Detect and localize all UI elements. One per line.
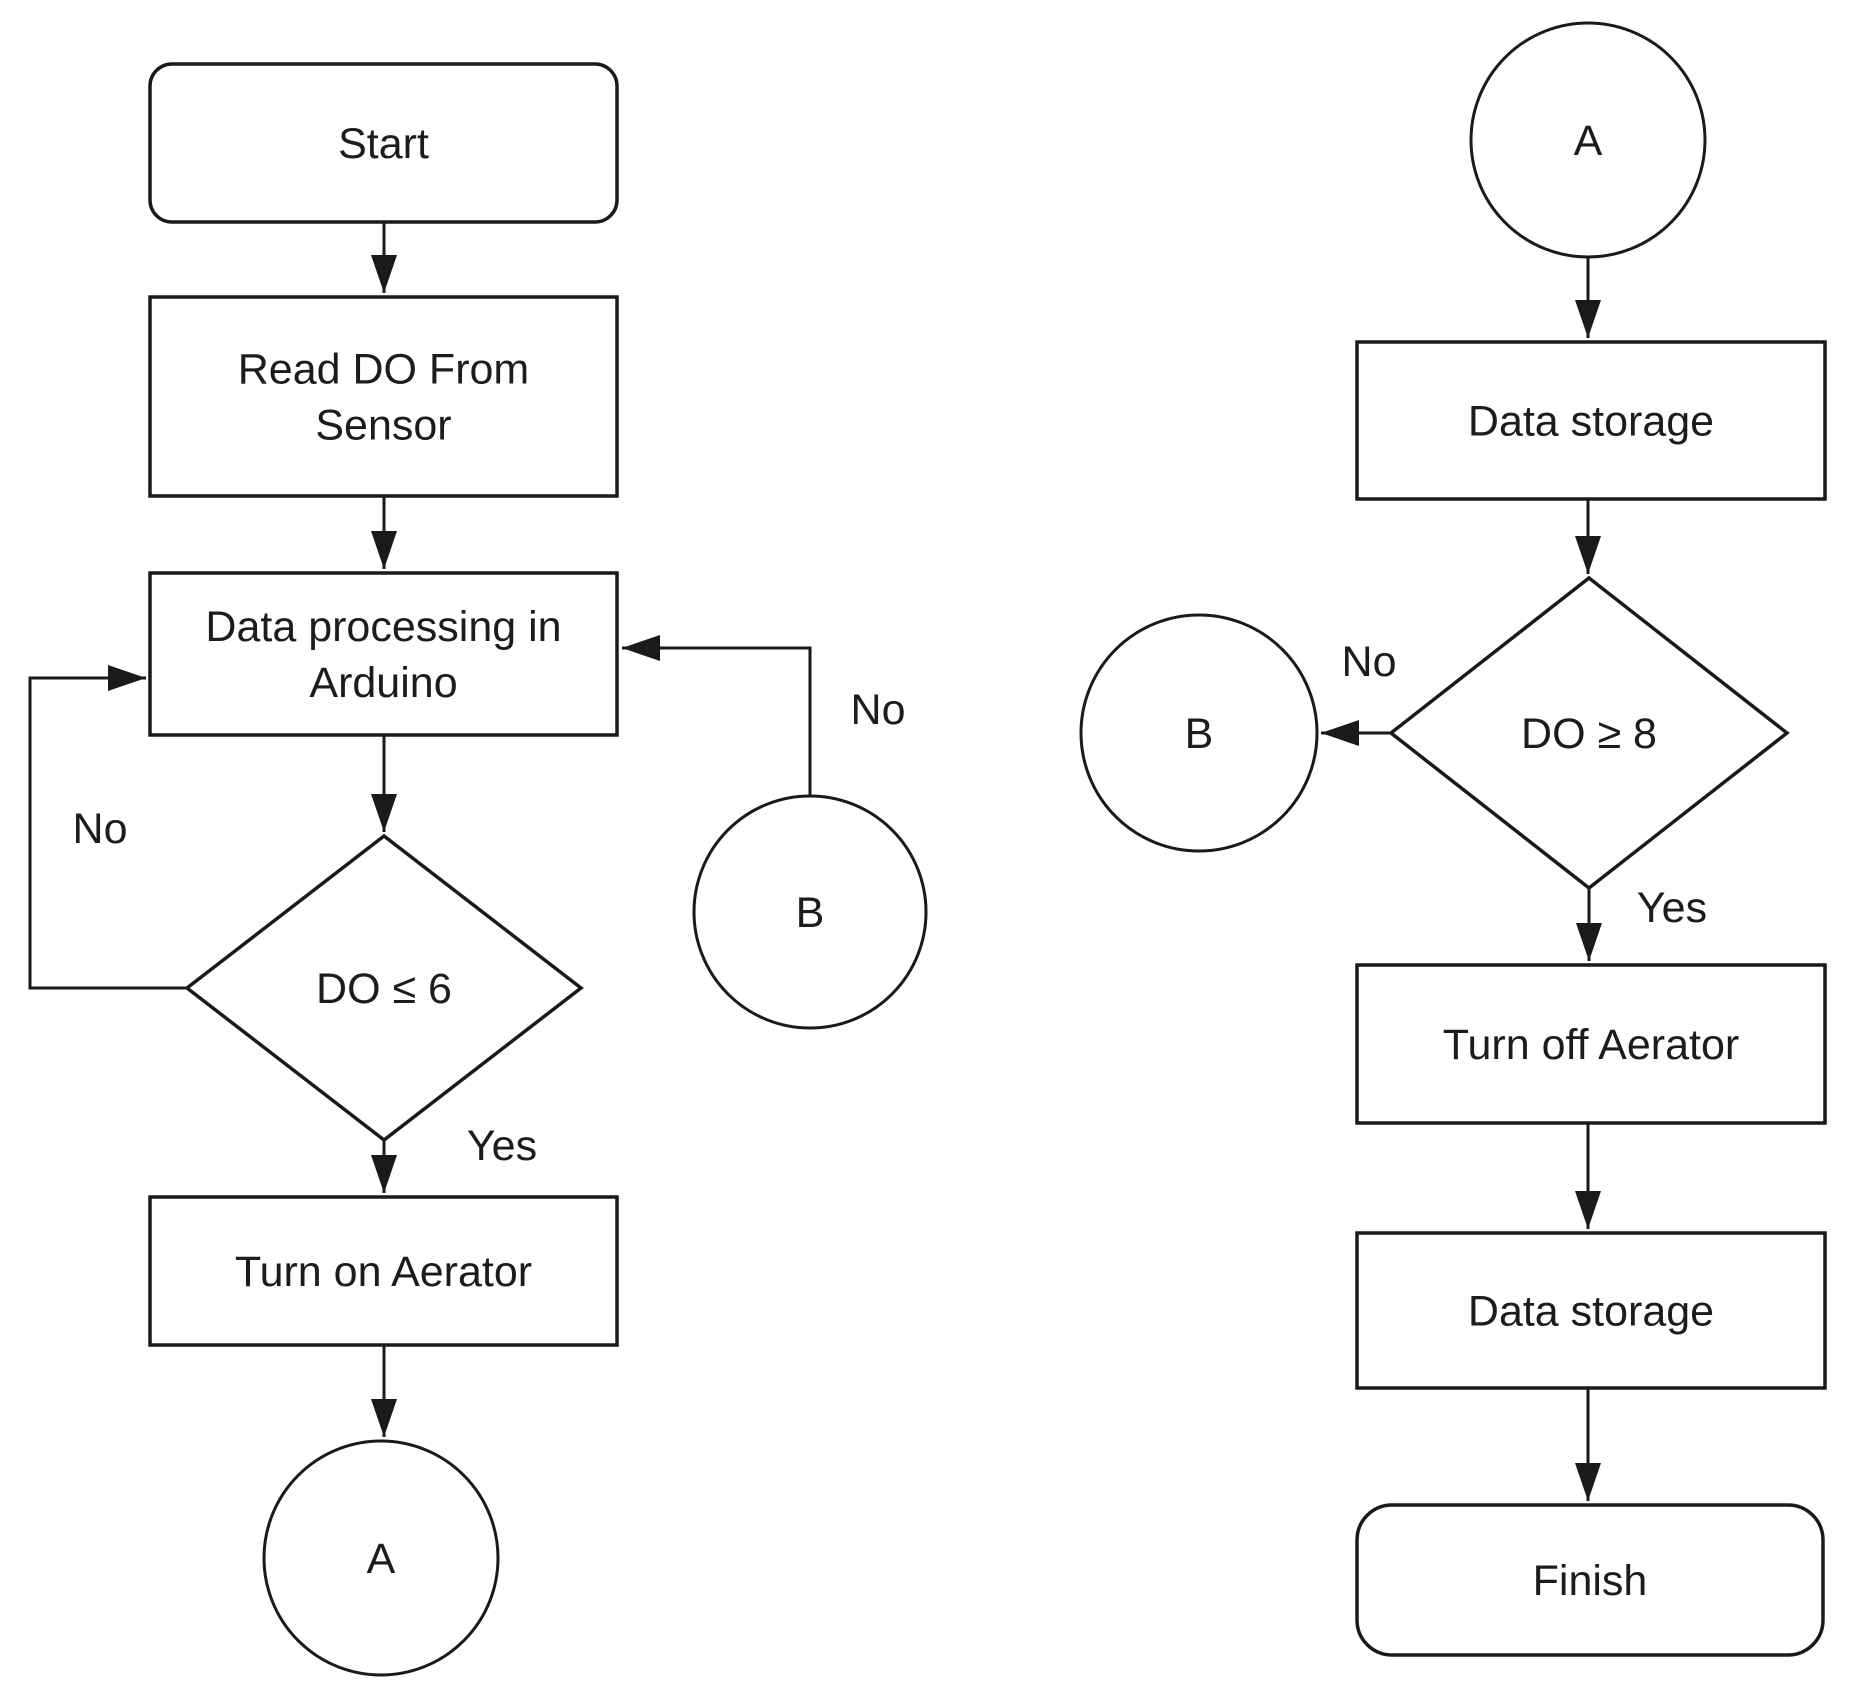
terminator-shape — [148, 62, 619, 224]
terminator-shape — [1355, 1503, 1825, 1657]
connector-shape — [1079, 613, 1319, 853]
process-shape — [1355, 963, 1827, 1125]
edge-label: Yes — [1637, 884, 1707, 932]
node-label: Turn on Aerator — [235, 1248, 532, 1296]
decision-shape — [1388, 575, 1790, 891]
node-finish: Finish — [1355, 1503, 1825, 1657]
node-connector-a-right: A — [1469, 21, 1707, 259]
process-shape — [1355, 1231, 1827, 1390]
node-decision-do-ge-8: DO ≥ 8 — [1388, 575, 1790, 891]
edge-decision6-no-loop: No — [28, 665, 187, 990]
edge-label: Yes — [467, 1122, 537, 1170]
edge-label: No — [1342, 638, 1397, 686]
node-label: A — [367, 1535, 396, 1583]
process-shape — [148, 1195, 619, 1347]
node-label: Data storage — [1468, 1288, 1714, 1336]
node-start: Start — [148, 62, 619, 224]
node-connector-a-left: A — [262, 1439, 500, 1677]
node-label: DO ≥ 8 — [1521, 710, 1657, 758]
node-label: Data storage — [1468, 398, 1714, 446]
edge-connector-b-to-processing: No — [622, 635, 906, 796]
node-label: B — [796, 889, 825, 937]
connector-shape — [1469, 21, 1707, 259]
node-data-storage-2: Data storage — [1355, 1231, 1827, 1390]
connector-shape — [692, 794, 928, 1030]
connector-shape — [262, 1439, 500, 1677]
edge-decision8-no: No — [1321, 638, 1397, 746]
process-shape — [1355, 340, 1827, 501]
decision-shape — [184, 833, 584, 1143]
edge-label: No — [851, 686, 906, 734]
process-shape — [148, 295, 619, 498]
node-turn-on-aerator: Turn on Aerator — [148, 1195, 619, 1347]
edge-line — [28, 665, 187, 990]
edge-decision6-yes: Yes — [371, 1122, 537, 1193]
edge-label: No — [73, 805, 128, 853]
node-connector-b-right: B — [1079, 613, 1319, 853]
node-connector-b-left: B — [692, 794, 928, 1030]
node-label: Start — [338, 120, 429, 168]
node-label: A — [1574, 117, 1603, 165]
node-label: DO ≤ 6 — [316, 965, 452, 1013]
node-decision-do-le-6: DO ≤ 6 — [184, 833, 584, 1143]
process-shape — [148, 571, 619, 737]
node-turn-off-aerator: Turn off Aerator — [1355, 963, 1827, 1125]
node-data-storage-1: Data storage — [1355, 340, 1827, 501]
node-label: Finish — [1533, 1557, 1648, 1605]
edge-decision8-yes: Yes — [1576, 884, 1707, 961]
edge-line — [622, 635, 812, 796]
node-label: B — [1185, 710, 1214, 758]
node-label: Turn off Aerator — [1443, 1021, 1739, 1069]
